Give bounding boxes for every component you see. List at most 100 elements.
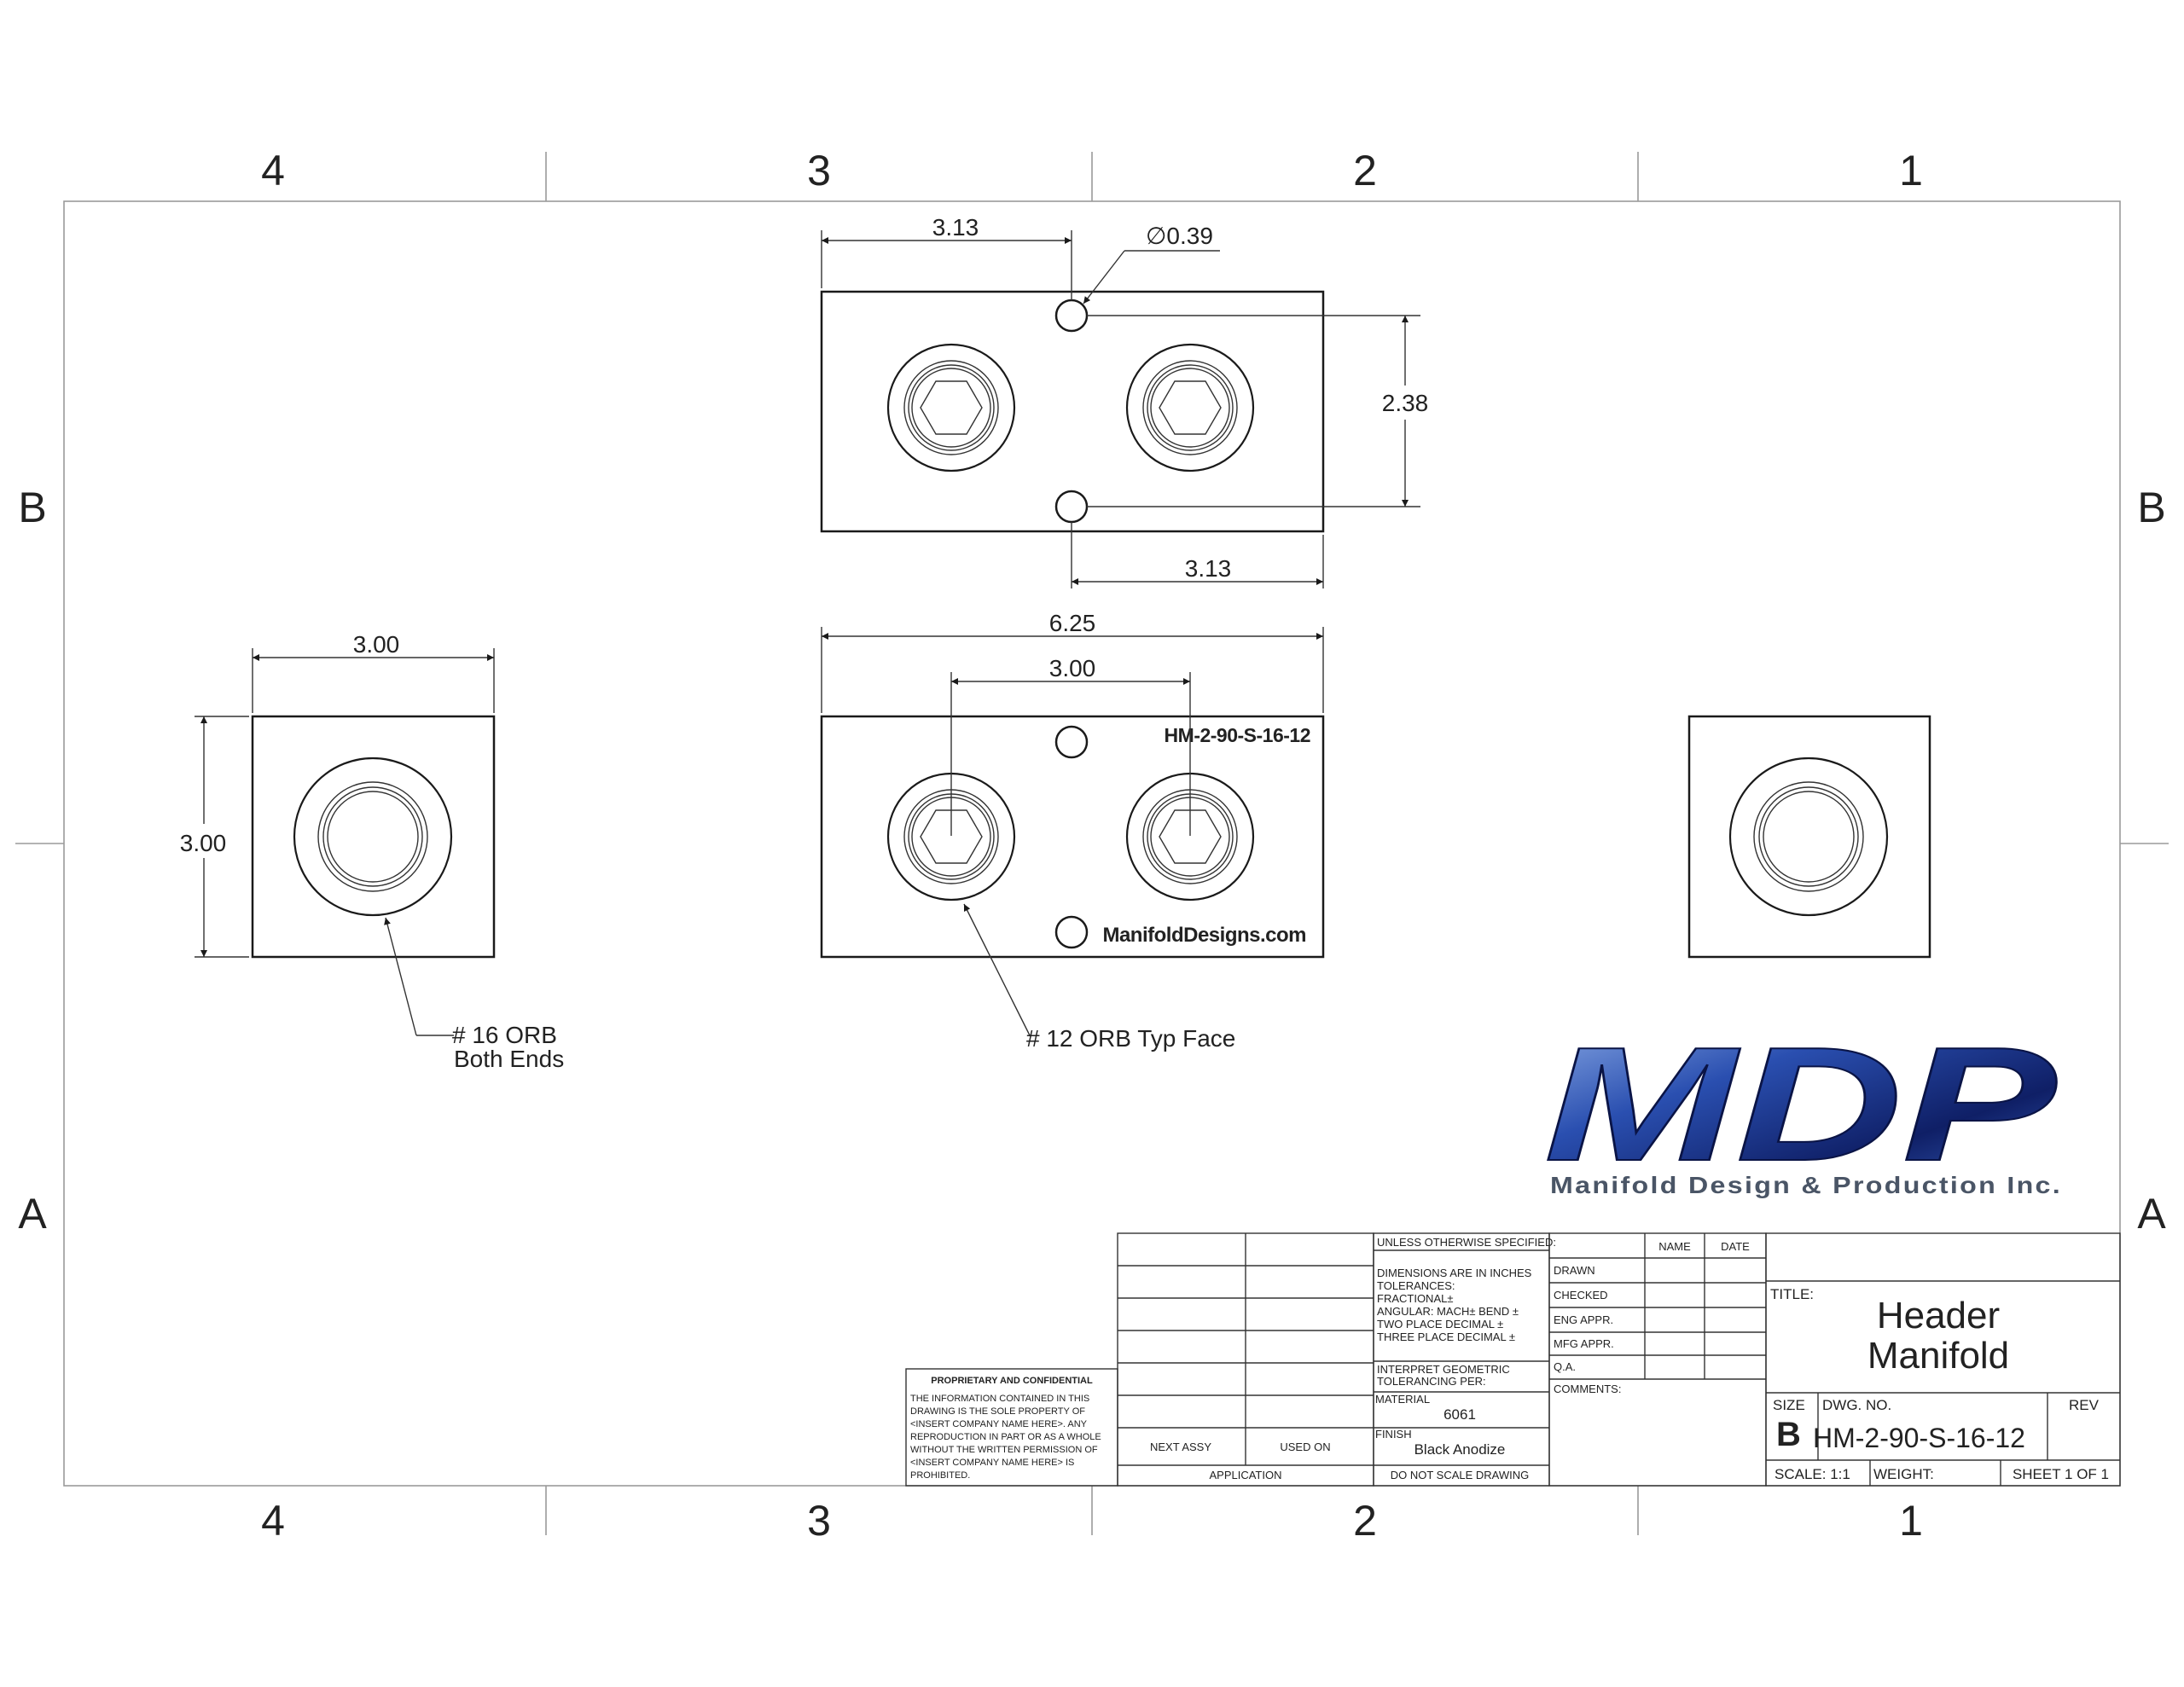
rev-label: REV (2069, 1397, 2100, 1413)
mount-hole-upper (1054, 299, 1089, 333)
sheet-border (15, 152, 2169, 1535)
sheet-label: SHEET 1 OF 1 (2013, 1466, 2109, 1482)
dim-end-height-value: 3.00 (180, 830, 227, 856)
top-view-outline (820, 290, 1325, 533)
zone-col-4-top: 4 (261, 147, 285, 194)
note-end-ports: # 16 ORB Both Ends (384, 917, 564, 1072)
approvals-date-header: DATE (1721, 1240, 1750, 1253)
right-end-view (1687, 715, 1931, 959)
proprietary-block: PROPRIETARY AND CONFIDENTIAL THE INFORMA… (905, 1368, 1118, 1487)
zone-col-3-top: 3 (807, 147, 831, 194)
tolerance-line-4: ANGULAR: MACH± BEND ± (1377, 1305, 1519, 1318)
material-value: 6061 (1443, 1406, 1476, 1423)
spec-block: UNLESS OTHERWISE SPECIFIED: DIMENSIONS A… (1373, 1232, 1556, 1487)
tolerance-line-3: FRACTIONAL± (1377, 1292, 1453, 1305)
size-label: SIZE (1773, 1397, 1805, 1413)
tolerance-line-5: TWO PLACE DECIMAL ± (1377, 1318, 1503, 1330)
dim-end-height: 3.00 (175, 716, 249, 958)
zone-row-a-left: A (18, 1190, 47, 1238)
title-line-1: Header (1877, 1295, 2000, 1336)
left-end-view: 3.00 3.00 # 16 ORB Both Ends (175, 631, 564, 1072)
approvals-comments: COMMENTS: (1554, 1383, 1621, 1395)
unless-specified: UNLESS OTHERWISE SPECIFIED: (1377, 1236, 1556, 1249)
gdt-line-1: INTERPRET GEOMETRIC (1377, 1363, 1510, 1376)
zone-col-3-bottom: 3 (807, 1497, 831, 1545)
dim-hole-spacing: 2.38 (1087, 315, 1433, 507)
note-end-ports-line2: Both Ends (454, 1046, 564, 1072)
top-view: 3.13 ∅0.39 2.38 3.13 (820, 214, 1433, 588)
zone-col-4-bottom: 4 (261, 1497, 285, 1545)
front-mount-hole-lower (1054, 915, 1089, 949)
dim-port-spacing: 3.00 (950, 655, 1191, 836)
approvals-block: NAME DATE DRAWN CHECKED ENG APPR. MFG AP… (1548, 1232, 1767, 1487)
zone-col-1-top: 1 (1899, 147, 1923, 194)
zone-row-a-right: A (2137, 1190, 2166, 1238)
mount-hole-lower (1054, 490, 1089, 524)
note-face-ports-text: # 12 ORB Typ Face (1026, 1025, 1235, 1052)
left-end-outline (251, 715, 496, 959)
tolerance-line-6: THREE PLACE DECIMAL ± (1377, 1330, 1515, 1343)
proprietary-line-7: PROHIBITED. (910, 1470, 970, 1481)
engraved-website: ManifoldDesigns.com (1102, 924, 1306, 947)
dim-port-spacing-value: 3.00 (1049, 655, 1096, 681)
zone-labels: 4 3 2 1 4 3 2 1 B B A A (18, 147, 2166, 1545)
note-face-ports: # 12 ORB Typ Face (963, 903, 1235, 1052)
dwg-no-label: DWG. NO. (1822, 1397, 1891, 1413)
title-label: TITLE: (1770, 1286, 1814, 1302)
dim-overall-length-value: 6.25 (1049, 610, 1096, 636)
mdp-logo-mark: MDP (1544, 1014, 2056, 1195)
title-block: TITLE: Header Manifold SIZE B DWG. NO. H… (1765, 1232, 2121, 1487)
application-label: APPLICATION (1209, 1469, 1281, 1481)
approvals-name-header: NAME (1658, 1240, 1691, 1253)
do-not-scale: DO NOT SCALE DRAWING (1391, 1469, 1530, 1481)
proprietary-line-3: <INSERT COMPANY NAME HERE>. ANY (910, 1419, 1088, 1429)
next-assy-label: NEXT ASSY (1150, 1441, 1211, 1453)
dim-hole-spacing-value: 2.38 (1382, 390, 1429, 416)
proprietary-line-6: <INSERT COMPANY NAME HERE> IS (910, 1458, 1074, 1468)
mdp-logo: MDP Manifold Design & Production Inc. (1543, 1013, 2062, 1198)
top-port-right (1125, 343, 1255, 472)
finish-label: FINISH (1375, 1428, 1412, 1441)
zone-col-2-bottom: 2 (1353, 1497, 1377, 1545)
used-on-label: USED ON (1280, 1441, 1330, 1453)
dim-hole-diameter-value: ∅0.39 (1146, 223, 1213, 249)
dim-top-right-offset: 3.13 (1071, 522, 1324, 588)
application-block: NEXT ASSY USED ON APPLICATION (1117, 1232, 1374, 1487)
approvals-row-checked: CHECKED (1554, 1289, 1608, 1301)
tolerance-line-1: DIMENSIONS ARE IN INCHES (1377, 1267, 1532, 1279)
dim-top-left-offset-value: 3.13 (932, 214, 979, 241)
front-mount-hole-upper (1054, 725, 1089, 759)
front-view: HM-2-90-S-16-12 ManifoldDesigns.com 6.25… (820, 610, 1325, 1052)
title-line-2: Manifold (1867, 1335, 2009, 1377)
approvals-row-drawn: DRAWN (1554, 1264, 1595, 1277)
mdp-company-name: Manifold Design & Production Inc. (1550, 1172, 2062, 1198)
proprietary-line-4: REPRODUCTION IN PART OR AS A WHOLE (910, 1432, 1101, 1442)
top-port-left (886, 343, 1016, 472)
dim-end-width-value: 3.00 (353, 631, 400, 658)
tolerance-line-2: TOLERANCES: (1377, 1279, 1455, 1292)
approvals-row-eng: ENG APPR. (1554, 1313, 1613, 1326)
dim-hole-diameter: ∅0.39 (1083, 223, 1220, 304)
zone-col-1-bottom: 1 (1899, 1497, 1923, 1545)
dim-overall-length: 6.25 (821, 610, 1324, 713)
zone-row-b-right: B (2137, 484, 2165, 531)
scale-label: SCALE: 1:1 (1774, 1466, 1850, 1482)
size-value: B (1776, 1416, 1801, 1453)
proprietary-line-2: DRAWING IS THE SOLE PROPERTY OF (910, 1406, 1085, 1417)
front-view-outline (820, 715, 1325, 959)
weight-label: WEIGHT: (1873, 1466, 1934, 1482)
zone-row-b-left: B (18, 484, 46, 531)
dim-end-width: 3.00 (252, 631, 495, 713)
dim-top-left-offset: 3.13 (821, 214, 1072, 300)
dwg-no-value: HM-2-90-S-16-12 (1813, 1423, 2025, 1453)
approvals-row-qa: Q.A. (1554, 1360, 1576, 1373)
engraved-part-number: HM-2-90-S-16-12 (1165, 724, 1310, 746)
dim-top-right-offset-value: 3.13 (1185, 555, 1232, 582)
gdt-line-2: TOLERANCING PER: (1377, 1375, 1486, 1388)
approvals-row-mfg: MFG APPR. (1554, 1337, 1614, 1350)
finish-value: Black Anodize (1414, 1441, 1506, 1458)
note-end-ports-line1: # 16 ORB (452, 1022, 557, 1048)
proprietary-heading: PROPRIETARY AND CONFIDENTIAL (931, 1376, 1093, 1386)
proprietary-line-1: THE INFORMATION CONTAINED IN THIS (910, 1394, 1089, 1404)
